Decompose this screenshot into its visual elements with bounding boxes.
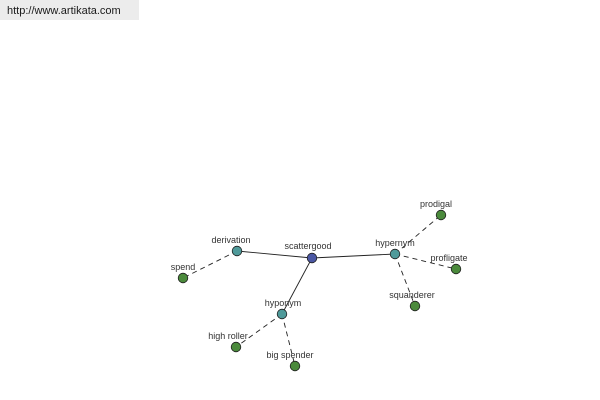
node-label-profligate: profligate xyxy=(430,253,467,263)
graph-node-prodigal[interactable]: prodigal xyxy=(420,199,452,221)
node-label-big-spender: big spender xyxy=(266,350,313,360)
node-dot-high-roller[interactable] xyxy=(230,341,242,353)
node-label-derivation: derivation xyxy=(211,235,250,245)
node-label-squanderer: squanderer xyxy=(389,290,435,300)
node-label-hyponym: hyponym xyxy=(265,298,302,308)
graph-node-squanderer[interactable]: squanderer xyxy=(389,290,435,312)
site-url-link[interactable]: http://www.artikata.com xyxy=(7,5,121,17)
node-label-spend: spend xyxy=(171,262,196,272)
node-label-high-roller: high roller xyxy=(208,331,248,341)
edge-hypernym-to-profligate xyxy=(394,253,457,270)
edge-scattergood-to-hyponym xyxy=(281,257,313,315)
edge-hypernym-to-squanderer xyxy=(394,253,416,307)
graph-node-big-spender[interactable]: big spender xyxy=(266,350,314,372)
node-dot-scattergood[interactable] xyxy=(306,252,318,264)
edge-hypernym-to-prodigal xyxy=(394,214,442,255)
node-dot-big-spender[interactable] xyxy=(289,360,301,372)
site-banner: http://www.artikata.com xyxy=(0,0,139,20)
edge-scattergood-to-derivation xyxy=(236,250,313,259)
edge-scattergood-to-hypernym xyxy=(311,253,396,259)
node-dot-derivation[interactable] xyxy=(231,245,243,257)
node-dot-prodigal[interactable] xyxy=(435,209,447,221)
node-label-hypernym: hypernym xyxy=(375,238,415,248)
graph-node-high-roller[interactable]: high roller xyxy=(208,331,248,353)
node-dot-squanderer[interactable] xyxy=(409,300,421,312)
graph-node-hyponym[interactable]: hyponym xyxy=(265,298,302,320)
graph-node-derivation[interactable]: derivation xyxy=(211,235,251,257)
node-dot-hypernym[interactable] xyxy=(389,248,401,260)
node-dot-hyponym[interactable] xyxy=(276,308,288,320)
node-layer: scattergood derivation hypernym hyponym spen… xyxy=(171,199,468,372)
graph-node-profligate[interactable]: profligate xyxy=(430,253,468,275)
node-label-scattergood: scattergood xyxy=(284,241,331,251)
edge-hyponym-to-high-roller xyxy=(235,313,283,348)
edge-derivation-to-spend xyxy=(182,250,238,279)
node-label-prodigal: prodigal xyxy=(420,199,452,209)
node-dot-profligate[interactable] xyxy=(450,263,462,275)
graph-node-scattergood[interactable]: scattergood xyxy=(284,241,332,264)
graph-node-spend[interactable]: spend xyxy=(171,262,196,284)
edge-layer xyxy=(182,214,457,367)
node-dot-spend[interactable] xyxy=(177,272,189,284)
graph-node-hypernym[interactable]: hypernym xyxy=(375,238,415,260)
